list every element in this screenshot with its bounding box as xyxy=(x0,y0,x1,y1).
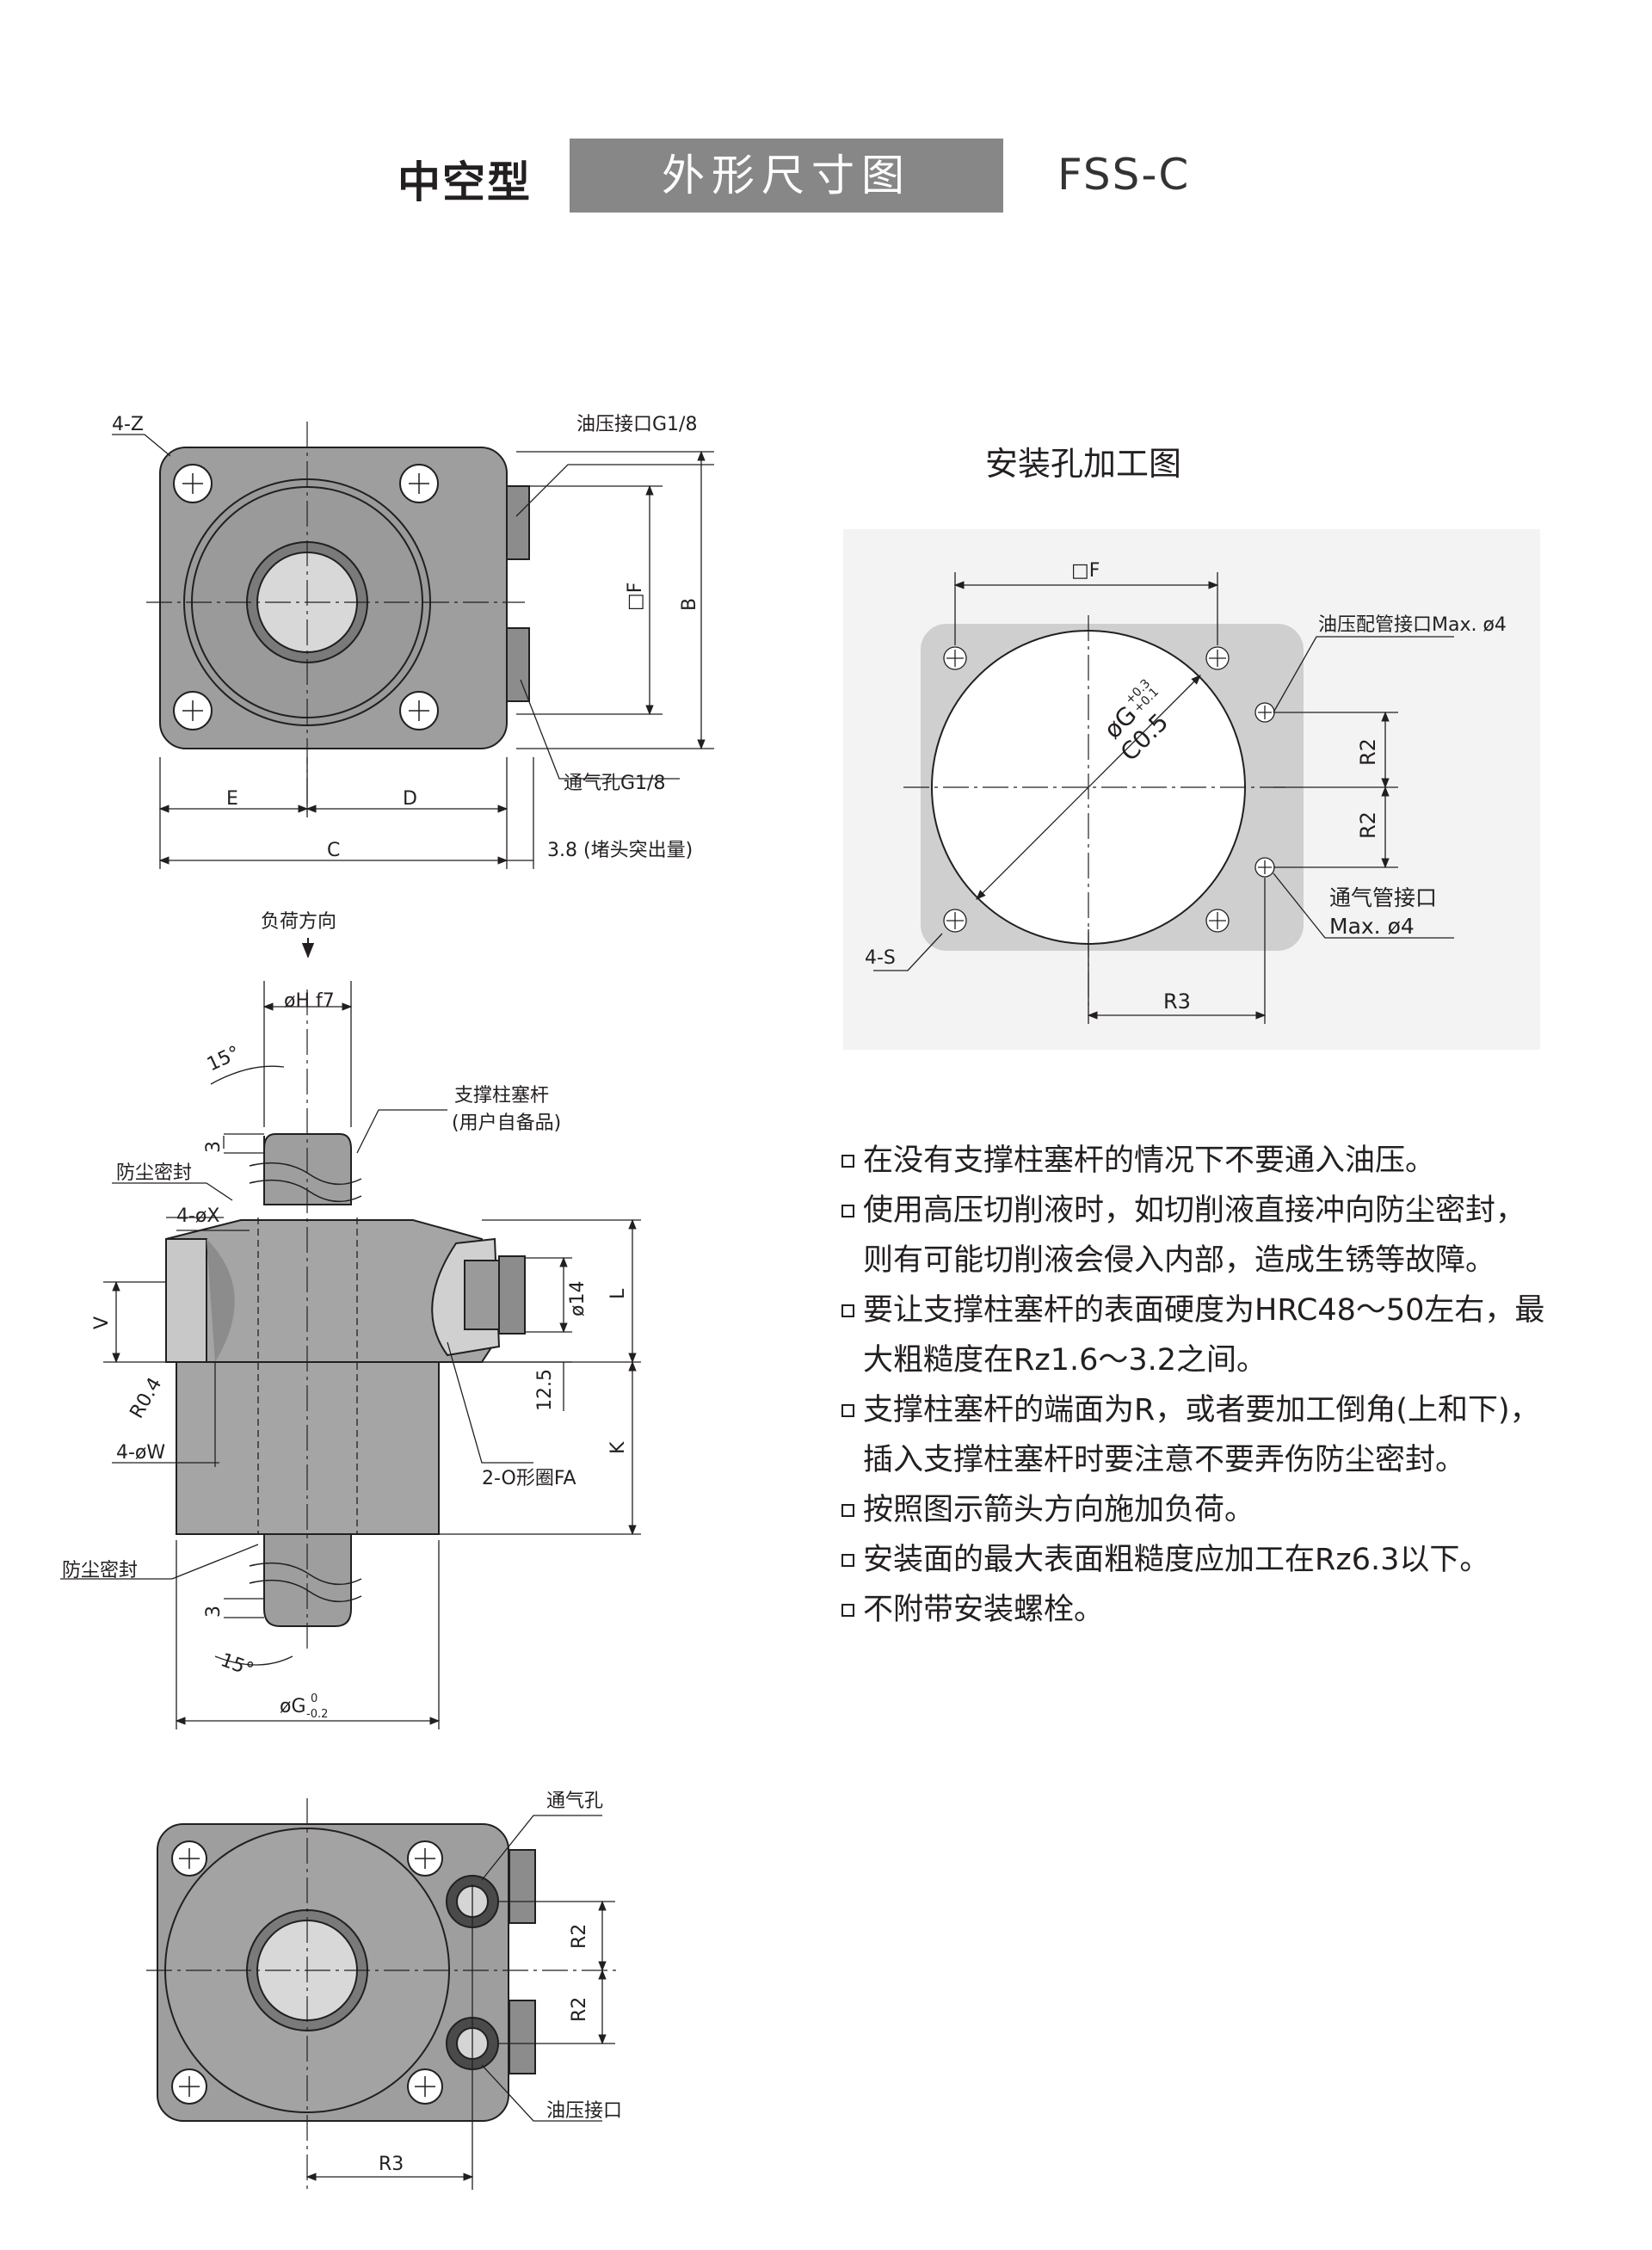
checkbox-bullet-icon xyxy=(841,1404,854,1417)
checkbox-bullet-icon xyxy=(841,1205,854,1217)
label-dim-12-5: 12.5 xyxy=(534,1369,556,1411)
label-r04: R0.4 xyxy=(126,1374,167,1422)
mount-label-vent-pipe-1: 通气管接口 xyxy=(1329,885,1437,910)
label-vent-port: 通气孔G1/8 xyxy=(564,773,665,794)
mount-label-vent-pipe-2: Max. ø4 xyxy=(1329,914,1415,939)
label-r2-b: R2 xyxy=(569,1997,590,2022)
note-item: 安装面的最大表面粗糙度应加工在Rz6.3以下。 xyxy=(841,1535,1547,1585)
label-dim-c: C xyxy=(327,840,340,861)
label-dim-g-sub: -0.2 xyxy=(306,1708,328,1721)
checkbox-bullet-icon xyxy=(841,1554,854,1567)
label-dim-e: E xyxy=(226,788,238,810)
label-rod-note: (用户自备品) xyxy=(452,1113,561,1134)
label-oil-port: 油压接口G1/8 xyxy=(576,414,697,435)
label-dim-l: L xyxy=(607,1288,629,1299)
mount-drawing-title: 安装孔加工图 xyxy=(985,445,1182,483)
label-shaft-dia: øH f7 xyxy=(284,990,335,1012)
label-4-z: 4-Z xyxy=(112,414,144,435)
label-dim-d: D xyxy=(403,788,417,810)
label-oring: 2-O形圈FA xyxy=(482,1468,576,1489)
mount-label-r2-b: R2 xyxy=(1356,811,1380,839)
label-load-direction: 负荷方向 xyxy=(261,911,336,933)
mount-label-r2-a: R2 xyxy=(1356,738,1380,766)
checkbox-bullet-icon xyxy=(841,1504,854,1517)
label-dim-3-bottom: 3 xyxy=(203,1606,225,1618)
mount-drawing xyxy=(843,529,1540,1050)
label-holes-x: 4-øX xyxy=(176,1205,219,1227)
label-dust-seal-top: 防尘密封 xyxy=(116,1162,192,1184)
label-dim-14: ø14 xyxy=(567,1281,589,1316)
mount-label-4-s: 4-S xyxy=(865,947,896,969)
note-item: 按照图示箭头方向施加负荷。 xyxy=(841,1485,1547,1535)
label-dim-b: B xyxy=(679,598,700,611)
mount-label-dim-f: □F xyxy=(1071,560,1100,582)
model-code: FSS-C xyxy=(1057,150,1191,200)
checkbox-bullet-icon xyxy=(841,1604,854,1617)
label-dim-g: øG xyxy=(280,1696,306,1717)
note-item: 不附带安装螺栓。 xyxy=(841,1585,1547,1635)
label-plug-protrusion: 3.8 (堵头突出量) xyxy=(547,840,693,861)
label-dim-g-sup: 0 xyxy=(311,1692,317,1705)
label-oil-port-bottom: 油压接口 xyxy=(546,2100,622,2122)
note-item: 使用高压切削液时，如切削液直接冲向防尘密封，则有可能切削液会侵入内部，造成生锈等… xyxy=(841,1186,1547,1285)
note-item: 在没有支撑柱塞杆的情况下不要通入油压。 xyxy=(841,1136,1547,1186)
note-item: 支撑柱塞杆的端面为R，或者要加工倒角(上和下)，插入支撑柱塞杆时要注意不要弄伤防… xyxy=(841,1385,1547,1485)
label-r3: R3 xyxy=(379,2154,404,2175)
label-rod: 支撑柱塞杆 xyxy=(454,1085,549,1107)
label-r2-a: R2 xyxy=(569,1924,590,1949)
label-holes-w: 4-øW xyxy=(116,1442,165,1464)
label-angle-top: 15° xyxy=(204,1042,243,1076)
label-dim-f: □F xyxy=(625,583,646,611)
label-dim-3-top: 3 xyxy=(203,1141,225,1153)
mount-label-oil-pipe: 油压配管接口Max. ø4 xyxy=(1318,614,1507,636)
checkbox-bullet-icon xyxy=(841,1304,854,1317)
notes-list: 在没有支撑柱塞杆的情况下不要通入油压。 使用高压切削液时，如切削液直接冲向防尘密… xyxy=(841,1136,1547,1635)
type-label: 中空型 xyxy=(398,157,532,207)
label-dust-seal-bottom: 防尘密封 xyxy=(62,1560,138,1581)
top-view xyxy=(112,422,714,869)
note-item: 要让支撑柱塞杆的表面硬度为HRC48～50左右，最大粗糙度在Rz1.6～3.2之… xyxy=(841,1285,1547,1385)
mount-label-r3: R3 xyxy=(1163,989,1191,1014)
side-view xyxy=(60,938,641,1729)
label-vent-hole: 通气孔 xyxy=(546,1791,603,1812)
label-dim-k: K xyxy=(607,1441,629,1454)
section-title: 外形尺寸图 xyxy=(570,139,1003,213)
label-angle-bottom: 15° xyxy=(218,1649,256,1681)
label-dim-v: V xyxy=(91,1316,113,1329)
checkbox-bullet-icon xyxy=(841,1155,854,1168)
bottom-view xyxy=(146,1798,620,2190)
